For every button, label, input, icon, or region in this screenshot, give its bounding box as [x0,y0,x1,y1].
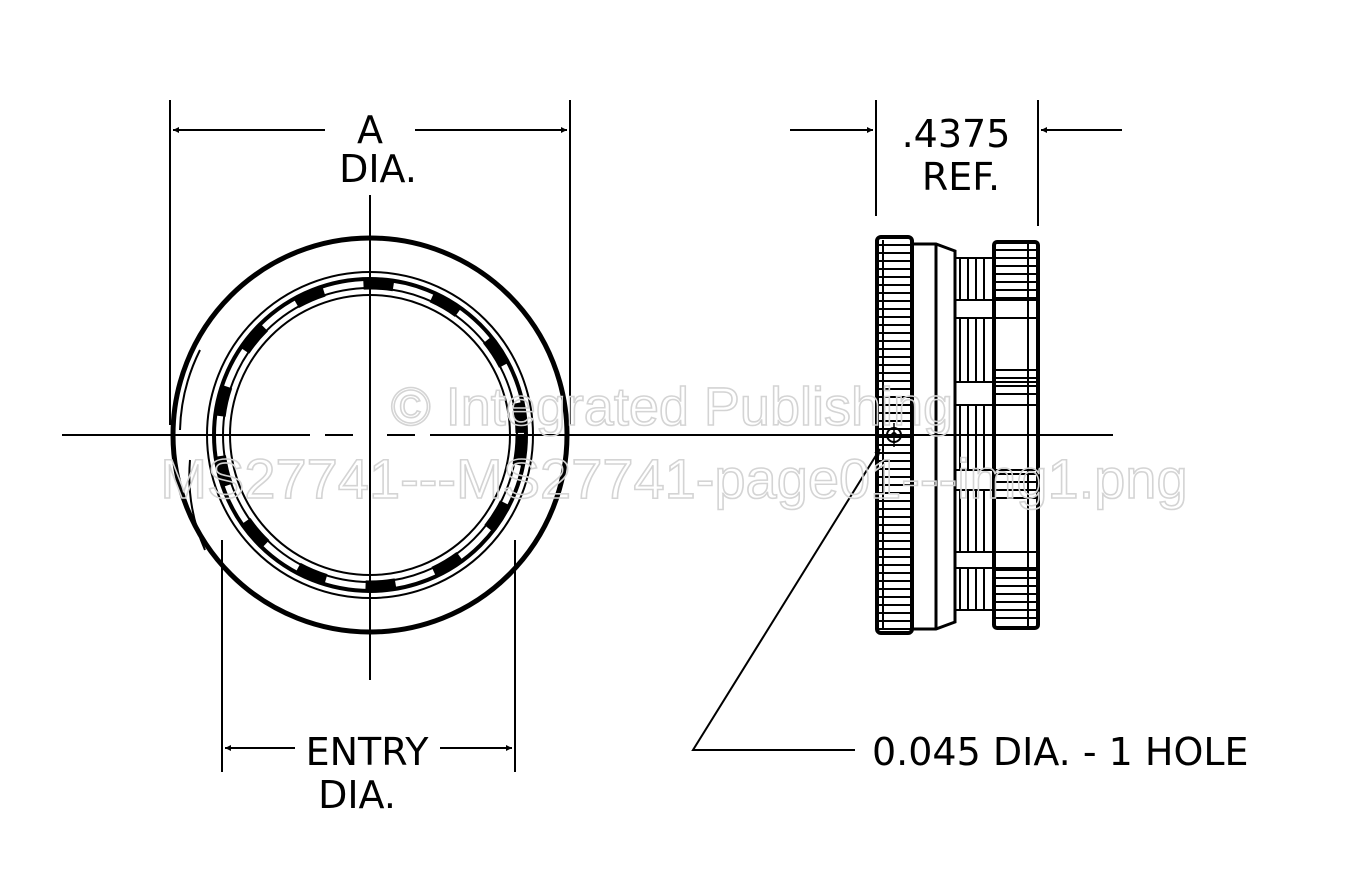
ref-dimension [790,100,1122,226]
a-dia-dimension [169,100,571,425]
front-view [170,235,570,635]
entry-label: ENTRY [306,730,430,774]
hole-note: 0.045 DIA. - 1 HOLE [872,730,1249,774]
centerlines [62,195,1113,680]
a-dim-label: A [357,108,383,152]
ref-label: REF. [922,155,1000,199]
watermark-line1: © Integrated Publishing [391,377,953,437]
entry-dia-label: DIA. [318,773,396,817]
locking-segments [215,280,525,590]
hole-leader [691,448,881,751]
entry-dia-dimension [221,540,516,772]
ref-dim-label: .4375 [902,112,1011,156]
a-dia-label: DIA. [339,147,417,191]
side-view [875,235,1040,635]
watermark-line2: MS27741---MS27741-page01---img1.png [160,447,1187,510]
